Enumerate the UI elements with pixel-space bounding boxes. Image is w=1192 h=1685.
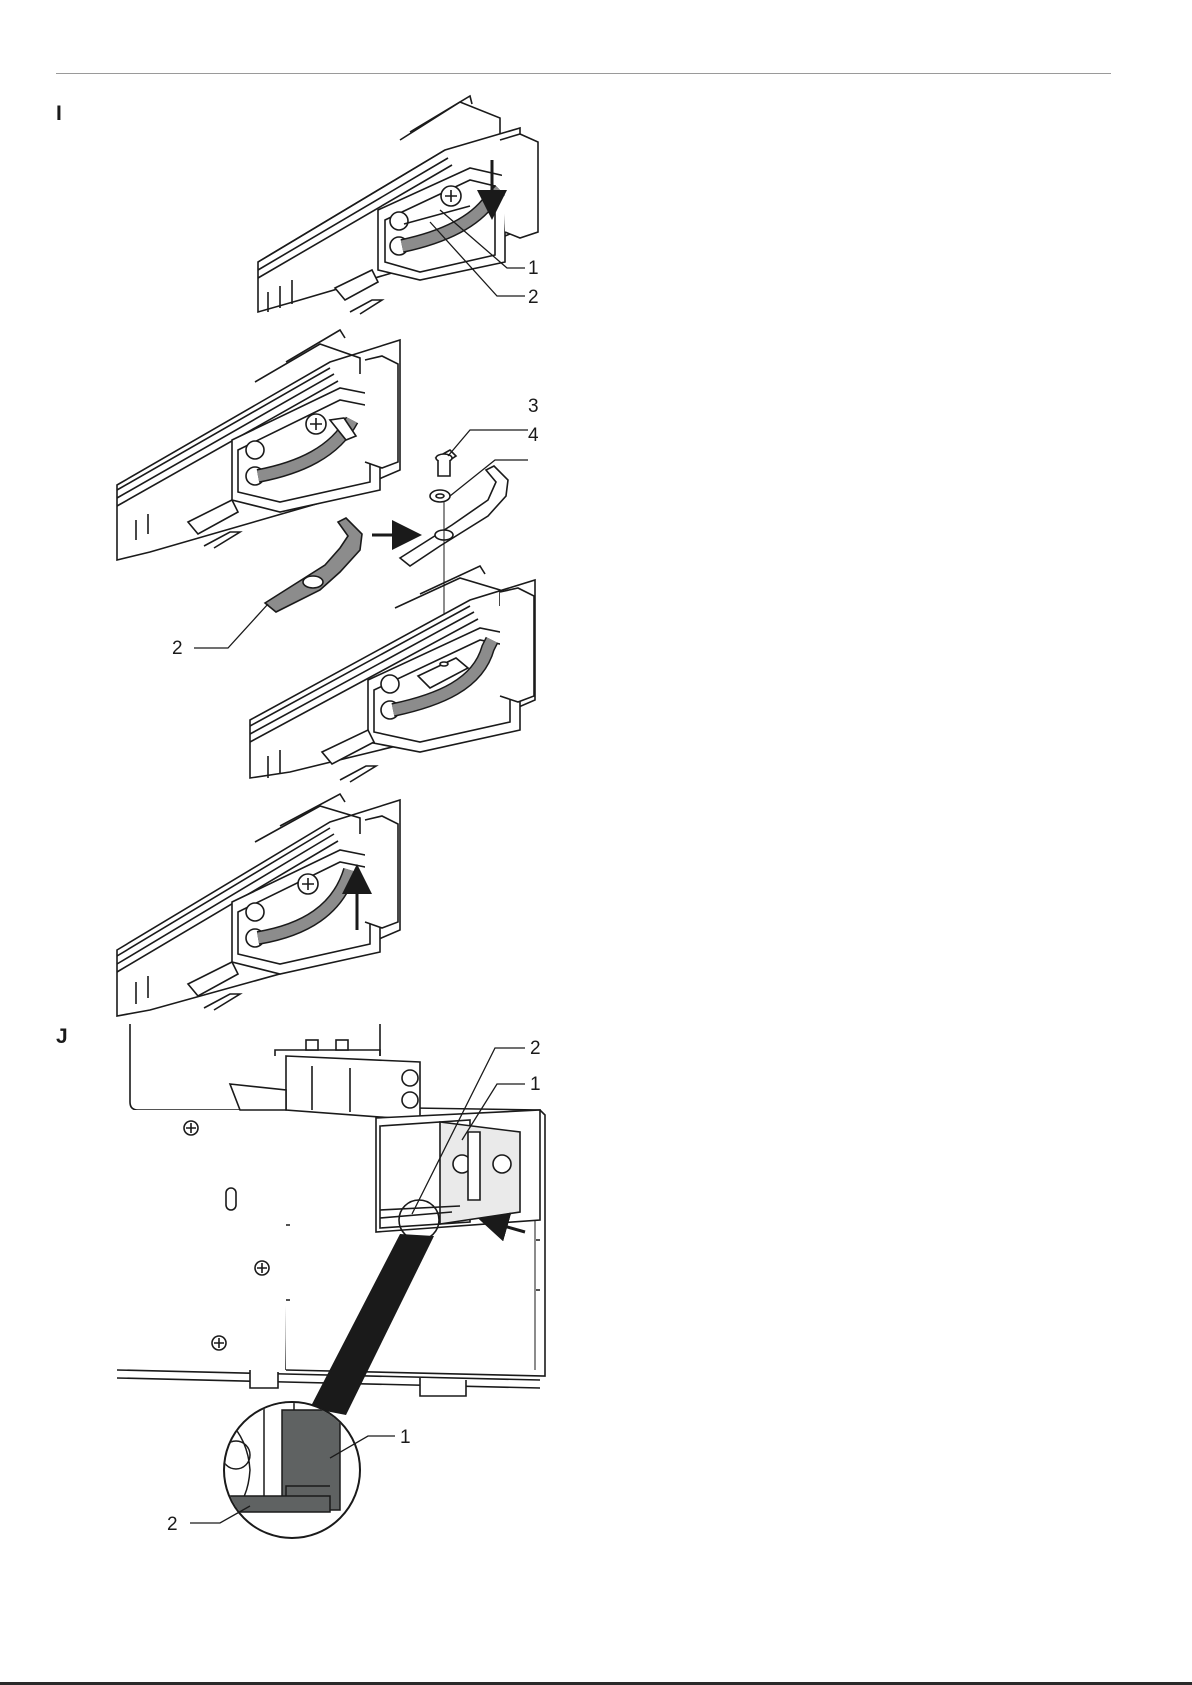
callout-3-screw: 3 [528,396,539,417]
callout-2-detail: 2 [167,1514,178,1535]
callout-2-leader-step2 [194,604,268,648]
callout-1-detail: 1 [400,1427,411,1448]
callout-2-j: 2 [530,1038,541,1059]
bracket-part-2 [265,518,362,612]
rail-assembly-step1 [258,96,538,314]
callout-2-bracket: 2 [172,638,183,659]
detail-magnifier [220,1400,360,1538]
rail-assembly-step2 [117,330,400,560]
callout-2-step1: 2 [528,287,539,308]
printer-housing [117,1024,545,1396]
callout-1-j: 1 [530,1074,541,1095]
rail-assembly-step4 [117,794,400,1016]
callout-4-washer: 4 [528,425,539,446]
callout-1-step1: 1 [528,258,539,279]
